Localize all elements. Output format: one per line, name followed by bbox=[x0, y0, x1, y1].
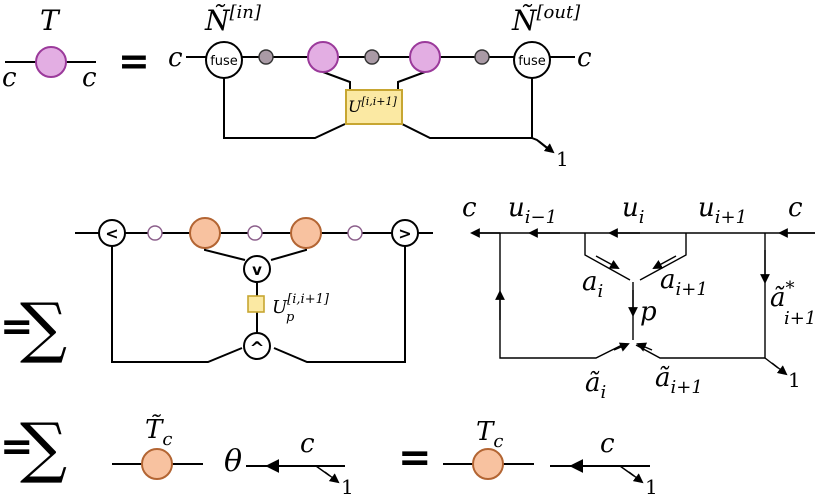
ai-leg bbox=[584, 233, 631, 281]
row2-right-loop bbox=[273, 233, 406, 363]
row1-equals: = bbox=[118, 39, 150, 83]
idx-a-i: ai bbox=[582, 267, 603, 302]
chain-dot-3 bbox=[474, 49, 490, 65]
idx-astar: ã* bbox=[770, 278, 795, 313]
row2-left-arrow-glyph: < bbox=[105, 224, 118, 243]
arrow-aip1 bbox=[652, 255, 677, 269]
idx-c-left: c bbox=[462, 193, 477, 223]
Tc-node bbox=[472, 448, 504, 480]
gate-U-box bbox=[345, 89, 403, 125]
idx-u-im1: ui−1 bbox=[508, 193, 557, 228]
left-loop-wire bbox=[223, 57, 346, 139]
row1-lhs-tensor: T c c bbox=[2, 4, 97, 93]
row3-equals-1: = bbox=[0, 424, 34, 470]
Tc-label: Tc bbox=[476, 417, 503, 452]
idx-tail-one: 1 bbox=[788, 368, 801, 392]
c-one-label: 1 bbox=[645, 475, 658, 498]
row2-up-arrow-node bbox=[243, 332, 271, 360]
tail-wire bbox=[531, 137, 548, 149]
idx-at-ip1: ãi+1 bbox=[655, 363, 703, 398]
c-bond-label: c bbox=[600, 429, 615, 459]
row2-gate-box bbox=[247, 295, 265, 313]
row2-down-arrow-glyph: v bbox=[252, 261, 262, 279]
row3-sum: ∑ bbox=[20, 409, 67, 486]
aip1-leg bbox=[639, 233, 687, 281]
fuse-in-label: fuse bbox=[210, 54, 238, 69]
row2-dot-3 bbox=[347, 225, 363, 241]
lhs-T-node bbox=[35, 46, 67, 78]
c-out-label: c bbox=[577, 43, 592, 73]
lhs-T-label: T bbox=[40, 4, 61, 37]
arrow-atip1 bbox=[636, 342, 653, 352]
idx-tail-arrow bbox=[771, 362, 788, 376]
chain-dot-2 bbox=[364, 49, 380, 65]
lhs-c-left-label: c bbox=[2, 63, 17, 93]
tail-one-label: 1 bbox=[556, 147, 569, 171]
row2-gate-sub: p bbox=[286, 310, 295, 325]
row2-dot-1 bbox=[147, 225, 163, 241]
row3-c-bond: c 1 bbox=[550, 429, 658, 499]
tensor-i-node bbox=[307, 41, 339, 73]
fuse-in-node bbox=[205, 41, 243, 79]
row2-up-arrow-glyph: ^ bbox=[249, 338, 264, 359]
idx-p: p bbox=[640, 297, 657, 327]
row2-down-arrow-node bbox=[243, 255, 271, 283]
row1-rhs-network: c c 1 U[i,i+1] fuse fuse Ñ[in] Ñ[out] bbox=[168, 2, 592, 171]
n-out-label: Ñ[out] bbox=[511, 2, 581, 37]
row2-tensor-ip1 bbox=[290, 217, 322, 249]
lhs-c-right-label: c bbox=[82, 63, 97, 93]
row2-right-arrow-node bbox=[391, 219, 419, 247]
idx-u-ip1: ui+1 bbox=[698, 193, 747, 228]
left-index-loop bbox=[499, 233, 623, 359]
arrow-ai bbox=[595, 255, 620, 269]
theta-tail-arrow bbox=[324, 471, 340, 484]
chain-dot-1 bbox=[258, 49, 274, 65]
tc-label: T̃c bbox=[145, 414, 172, 450]
tc-node bbox=[141, 448, 173, 480]
row2-index-diagram: 1 c c ui−1 ui ui+1 ai ai+1 p ã* i+1 ãi ã… bbox=[462, 193, 816, 403]
gate-U-label: U[i,i+1] bbox=[348, 95, 398, 116]
theta-c-label: c bbox=[300, 429, 315, 459]
row2-tensor-i bbox=[189, 217, 221, 249]
idx-c-right: c bbox=[788, 193, 803, 223]
row2-left-arrow-node bbox=[98, 219, 126, 247]
row3-theta-bond: c 1 bbox=[246, 429, 354, 499]
n-in-label: Ñ[in] bbox=[204, 2, 262, 37]
c-tail-arrow bbox=[628, 471, 644, 484]
row2-dot-2 bbox=[247, 225, 263, 241]
row3-T-tensor: Tc bbox=[443, 417, 534, 480]
row3-tc-tensor: T̃c bbox=[112, 414, 203, 480]
idx-astar-sub: i+1 bbox=[784, 308, 816, 329]
theta-label: θ bbox=[224, 444, 242, 479]
row2-network: U[i,i+1] p < > v ^ bbox=[75, 217, 433, 363]
right-index-loop bbox=[635, 233, 766, 359]
tensor-ip1-node bbox=[409, 41, 441, 73]
idx-u-i: ui bbox=[622, 193, 645, 228]
row2-left-loop bbox=[111, 233, 243, 363]
row2-equals: = bbox=[0, 304, 34, 350]
tail-arrow bbox=[538, 140, 555, 154]
idx-a-ip1: ai+1 bbox=[660, 265, 708, 300]
right-loop-wire bbox=[401, 57, 533, 139]
fuse-out-label: fuse bbox=[518, 54, 546, 69]
c-in-label: c bbox=[168, 43, 183, 73]
row2-gate-label: U[i,i+1] bbox=[272, 292, 330, 318]
row2-sum: ∑ bbox=[20, 289, 67, 366]
row2-right-arrow-glyph: > bbox=[398, 224, 411, 243]
theta-one-label: 1 bbox=[341, 475, 354, 498]
idx-at-i: ãi bbox=[585, 368, 606, 403]
row3-equals-2: = bbox=[398, 435, 432, 481]
fuse-out-node bbox=[513, 41, 551, 79]
arrow-ati bbox=[613, 342, 630, 352]
